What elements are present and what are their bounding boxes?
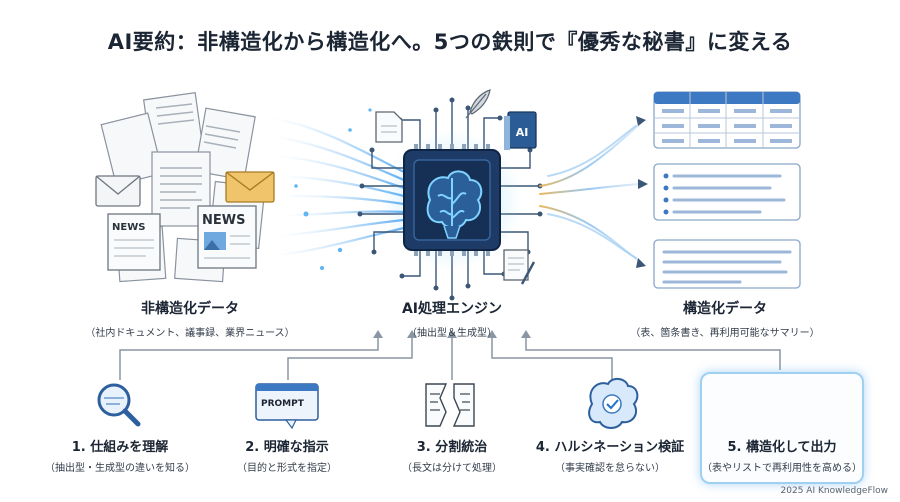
step-3: 3. 分割統治 （長文は分けて処理） bbox=[372, 436, 532, 474]
summary-output-icon bbox=[653, 239, 801, 289]
feather-icon bbox=[465, 89, 491, 119]
step-3-heading: 3. 分割統治 bbox=[416, 440, 488, 455]
document-icon bbox=[375, 111, 403, 143]
unstructured-data-subtext: （社内ドキュメント、議事録、業界ニュース） bbox=[85, 328, 295, 339]
prompt-window-icon: PROMPT bbox=[255, 383, 319, 430]
brain-check-icon bbox=[588, 378, 639, 429]
newspaper-icon-right: NEWS bbox=[197, 205, 257, 269]
unstructured-documents-cluster: NEWS NEWS bbox=[95, 92, 275, 283]
unstructured-data-heading: 非構造化データ bbox=[141, 301, 239, 317]
magnifier-icon bbox=[97, 383, 141, 427]
step-4-subtext: （事実確認を怠らない） bbox=[555, 463, 665, 474]
structured-data-label: 構造化データ （表、箇条書き、再利用可能なサマリー） bbox=[610, 298, 840, 339]
step-2: 2. 明確な指示 （目的と形式を指定） bbox=[207, 436, 367, 474]
prompt-label: PROMPT bbox=[261, 399, 305, 409]
step-5: 5. 構造化して出力 （表やリストで再利用性を高める） bbox=[702, 436, 862, 474]
step-1-subtext: （抽出型・生成型の違いを知る） bbox=[45, 463, 195, 474]
newspaper-icon-left: NEWS bbox=[107, 213, 161, 271]
step-4: 4. ハルシネーション検証 （事実確認を怠らない） bbox=[530, 436, 690, 474]
feedback-arrows bbox=[119, 336, 781, 380]
structured-data-heading: 構造化データ bbox=[683, 301, 767, 317]
ai-book-label: AI bbox=[516, 126, 529, 139]
ai-book-icon: AI bbox=[504, 111, 537, 150]
step-1-heading: 1. 仕組みを理解 bbox=[71, 440, 169, 455]
envelope-gold-icon bbox=[225, 171, 275, 203]
step-5-subtext: （表やリストで再利用性を高める） bbox=[702, 463, 862, 474]
brain-icon bbox=[426, 170, 483, 229]
bullet-list-output-icon bbox=[653, 163, 801, 221]
ai-engine-subtext: （抽出型＆生成型） bbox=[407, 328, 497, 339]
ai-engine-label: AI処理エンジン （抽出型＆生成型） bbox=[362, 298, 542, 339]
notepad-pen-icon bbox=[503, 249, 536, 285]
step-5-highlight-box bbox=[700, 372, 864, 484]
page-title: AI要約：非構造化から構造化へ。5つの鉄則で『優秀な秘書』に変える bbox=[107, 30, 793, 54]
unstructured-data-label: 非構造化データ （社内ドキュメント、議事録、業界ニュース） bbox=[80, 298, 300, 339]
structured-data-subtext: （表、箇条書き、再利用可能なサマリー） bbox=[630, 328, 820, 339]
step-5-heading: 5. 構造化して出力 bbox=[727, 440, 837, 455]
newspaper-label-left: NEWS bbox=[112, 222, 145, 233]
step-3-subtext: （長文は分けて処理） bbox=[402, 463, 502, 474]
envelope-icon bbox=[95, 175, 141, 207]
output-arrowheads bbox=[636, 116, 648, 268]
newspaper-label-right: NEWS bbox=[202, 213, 245, 228]
step-2-heading: 2. 明確な指示 bbox=[245, 440, 329, 455]
split-document-icon bbox=[425, 383, 475, 427]
step-1: 1. 仕組みを理解 （抽出型・生成型の違いを知る） bbox=[40, 436, 200, 474]
ai-chip-icon bbox=[357, 97, 543, 301]
step-4-heading: 4. ハルシネーション検証 bbox=[535, 440, 685, 455]
sparkle-dots bbox=[294, 108, 372, 270]
data-stream-right bbox=[539, 123, 641, 263]
ai-engine-heading: AI処理エンジン bbox=[401, 301, 503, 317]
table-output-icon bbox=[653, 91, 801, 149]
step-2-subtext: （目的と形式を指定） bbox=[237, 463, 337, 474]
footer-credit: 2025 AI KnowledgeFlow bbox=[780, 486, 888, 496]
